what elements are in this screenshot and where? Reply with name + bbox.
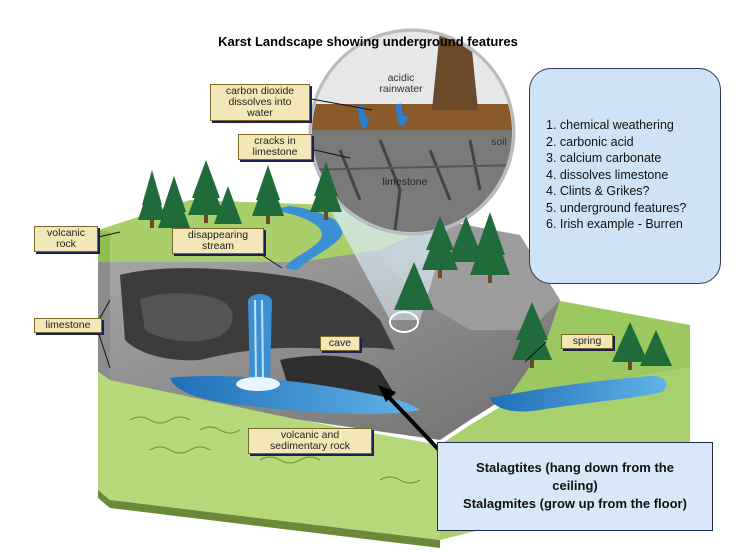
label-acidic-rainwater: acidic rainwater — [379, 72, 423, 95]
focus-ring — [389, 311, 419, 333]
note-item: 4. dissolves limestone — [546, 167, 669, 182]
note-item: 5. underground features? — [546, 200, 687, 215]
note-item: 2. carbonic acid — [546, 134, 634, 149]
trees — [138, 160, 672, 366]
inset-circle — [308, 28, 516, 236]
left-face-limestone — [98, 262, 110, 380]
stalagmites-line: Stalagmites (grow up from the floor) — [463, 496, 687, 511]
note-item: 1. chemical weathering — [546, 118, 674, 132]
sedimentary-layer — [98, 372, 440, 540]
label-volcanic-rock: volcanic rock — [34, 226, 98, 252]
underground-lake — [170, 375, 420, 414]
surface-stream — [270, 206, 343, 270]
label-carbon-dioxide: carbon dioxide dissolves into water — [210, 84, 310, 121]
label-limestone: limestone — [34, 318, 102, 333]
bottom-edge — [98, 490, 440, 548]
note-item: 3. calcium carbonate — [546, 151, 662, 165]
label-disappearing-stream: disappearing stream — [172, 228, 264, 254]
stalactites-box: Stalagtites (hang down from the ceiling)… — [437, 442, 713, 531]
label-cave: cave — [320, 336, 360, 351]
cave-chamber — [140, 293, 233, 342]
label-volcanic-sedimentary: volcanic and sedimentary rock — [248, 428, 372, 454]
label-limestone-inset: limestone — [382, 176, 428, 188]
diagram-title: Karst Landscape showing underground feat… — [218, 34, 518, 49]
note-item: 6. Irish example - Burren — [546, 217, 683, 231]
spring-river — [490, 375, 667, 412]
note-item: 4. Clints & Grikes? — [546, 184, 650, 198]
waterfall — [248, 294, 272, 382]
stalactites-line: Stalagtites (hang down from the ceiling) — [476, 460, 674, 493]
label-cracks-in-limestone: cracks in limestone — [238, 134, 312, 160]
notes-box: 1. chemical weathering 2. carbonic acid … — [529, 68, 721, 284]
label-spring: spring — [561, 334, 613, 349]
left-face-green — [98, 230, 110, 262]
label-soil: soil — [491, 136, 507, 148]
